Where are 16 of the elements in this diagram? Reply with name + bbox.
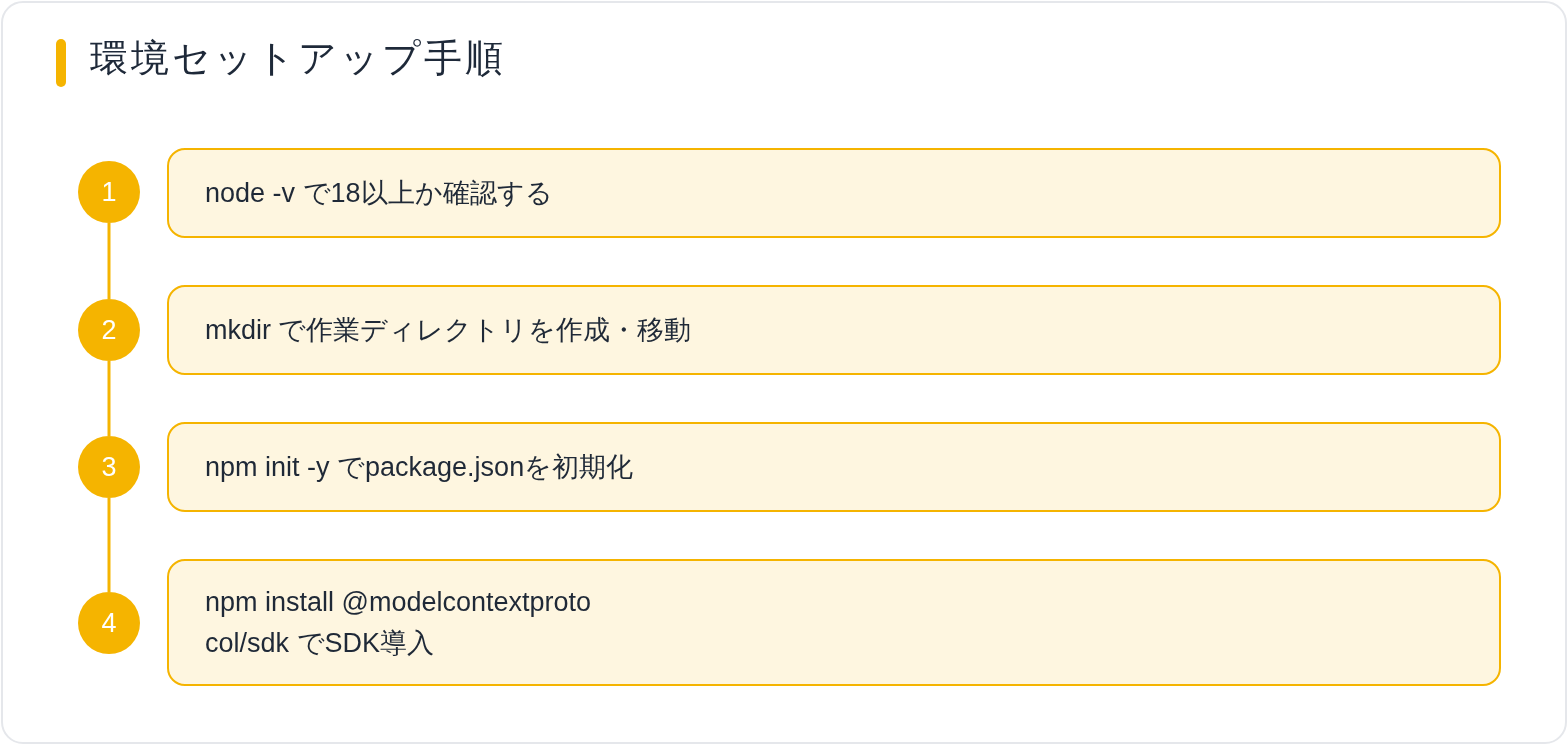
step-card (167, 559, 1501, 686)
step-card (167, 148, 1501, 238)
step-card (167, 285, 1501, 375)
step-text: npm init -y でpackage.jsonを初期化 (205, 450, 635, 484)
step-number: 3 (101, 452, 117, 482)
step-text: mkdir で作業ディレクトリを作成・移動 (205, 313, 693, 347)
step-number: 2 (101, 315, 117, 345)
step-text: npm install @modelcontextprotocol/sdk でSDK導入 (205, 585, 593, 660)
step-card (167, 422, 1501, 512)
step-number: 4 (101, 608, 117, 638)
title: 環境セットアップ手順 (90, 36, 506, 81)
connector-line (107, 361, 111, 436)
connector-line (107, 223, 111, 299)
step-text: node -v で18以上か確認する (205, 176, 554, 210)
connector-line (107, 498, 111, 592)
step-number: 1 (101, 177, 117, 207)
